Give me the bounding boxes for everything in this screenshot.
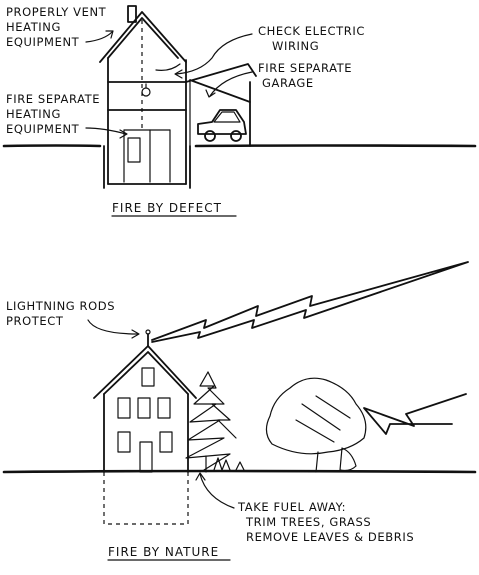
svg-text:FIRE SEPARATE: FIRE SEPARATE [6, 92, 100, 106]
heating-label: FIRE SEPARATE HEATING EQUIPMENT [6, 92, 128, 139]
fuel-leader-arrow [199, 473, 235, 509]
car [197, 109, 247, 142]
vent-label: PROPERLY VENT HEATING EQUIPMENT [6, 5, 114, 49]
nature-ground-line [2, 469, 477, 474]
svg-text:GARAGE: GARAGE [262, 76, 314, 90]
svg-text:PROTECT: PROTECT [6, 314, 64, 328]
garage-label: FIRE SEPARATE GARAGE [205, 61, 352, 98]
nature-house [93, 329, 197, 525]
svg-text:EQUIPMENT: EQUIPMENT [6, 35, 80, 49]
garage [185, 63, 257, 147]
fuel-label: TAKE FUEL AWAY: TRIM TREES, GRASS REMOVE… [195, 472, 414, 544]
window [157, 397, 171, 419]
wind-arrow [363, 393, 467, 435]
svg-text:LIGHTNING RODS: LIGHTNING RODS [6, 299, 115, 313]
windblown-tree [265, 377, 367, 473]
defect-house [99, 5, 191, 189]
svg-text:EQUIPMENT: EQUIPMENT [6, 122, 80, 136]
window [117, 397, 131, 419]
wiring-label: CHECK ELECTRIC WIRING [174, 24, 365, 79]
window [137, 397, 151, 419]
garage-leader-arrow [209, 71, 253, 97]
window [141, 367, 155, 387]
door [139, 441, 153, 473]
defect-ground-line [2, 144, 477, 148]
svg-text:FIRE BY DEFECT: FIRE BY DEFECT [112, 201, 222, 215]
svg-text:TAKE FUEL AWAY:: TAKE FUEL AWAY: [237, 500, 346, 514]
window [117, 431, 131, 453]
evergreen-tree [185, 371, 237, 473]
svg-text:HEATING: HEATING [6, 20, 61, 34]
svg-text:REMOVE LEAVES & DEBRIS: REMOVE LEAVES & DEBRIS [246, 530, 414, 544]
svg-text:WIRING: WIRING [272, 39, 319, 53]
svg-text:FIRE BY NATURE: FIRE BY NATURE [108, 545, 219, 559]
window [159, 431, 173, 453]
nature-caption: FIRE BY NATURE [107, 545, 231, 561]
svg-text:TRIM TREES, GRASS: TRIM TREES, GRASS [245, 515, 371, 529]
grass [213, 457, 245, 471]
svg-text:FIRE SEPARATE: FIRE SEPARATE [258, 61, 352, 75]
vent-leader-arrow [85, 31, 113, 43]
svg-text:HEATING: HEATING [6, 107, 61, 121]
heating-leader-arrow [85, 127, 127, 135]
wiring-leader-arrow [175, 33, 253, 75]
chimney-vent [127, 5, 137, 23]
lightning-bolt [151, 261, 469, 343]
rods-label: LIGHTNING RODS PROTECT [6, 299, 140, 339]
defect-caption: FIRE BY DEFECT [111, 201, 237, 217]
svg-text:CHECK ELECTRIC: CHECK ELECTRIC [258, 24, 365, 38]
rods-leader-arrow [87, 319, 139, 335]
svg-text:PROPERLY VENT: PROPERLY VENT [6, 5, 107, 19]
